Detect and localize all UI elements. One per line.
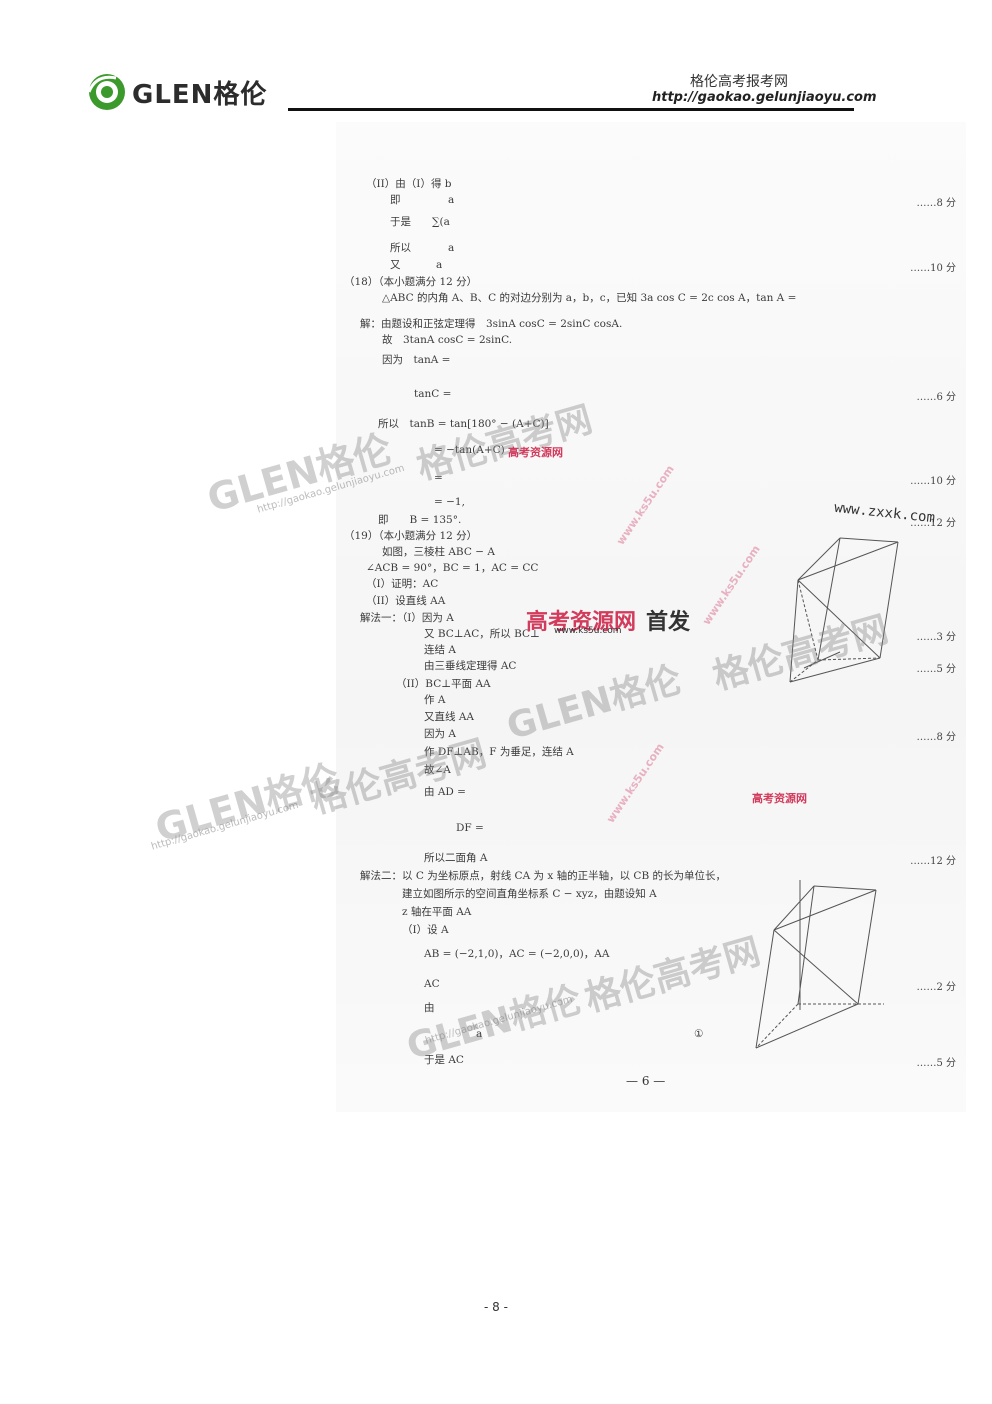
- scanned-answer-page: （II）由（I）得 b 即 a 于是 ∑(a 所以 a 又 a （18）（本小题…: [336, 122, 966, 1112]
- gkzy-banner-shoufa: 首发: [646, 610, 691, 635]
- score-mark: ……6 分: [916, 392, 956, 403]
- text-line: =: [434, 472, 443, 484]
- score-mark: ……12 分: [910, 856, 956, 867]
- text-line: 解法二：以 C 为坐标原点，射线 CA 为 x 轴的正半轴，以 CB 的长为单位…: [360, 870, 727, 882]
- text-line: 又 BC⊥AC，所以 BC⊥: [424, 628, 540, 640]
- score-mark: ……5 分: [916, 664, 956, 675]
- site-url[interactable]: http://gaokao.gelunjiaoyu.com: [652, 90, 877, 105]
- text-line: 由三垂线定理得 AC: [424, 660, 517, 672]
- text-line: 建立如图所示的空间直角坐标系 C − xyz，由题设知 A: [402, 888, 657, 900]
- score-mark: ……5 分: [916, 1058, 956, 1069]
- text-line: （II）由（I）得 b: [366, 178, 452, 190]
- problem-heading: （18）（本小题满分 12 分）: [344, 276, 478, 288]
- text-line: 所以: [390, 242, 411, 254]
- text-line: = −1,: [434, 496, 465, 508]
- logo-wordmark: GLEN格伦: [132, 80, 268, 110]
- text-line: 因为 A: [424, 728, 456, 740]
- text-line: = −tan(A+C): [434, 444, 505, 456]
- text-line: 又直线 AA: [424, 711, 475, 723]
- text-line: z 轴在平面 AA: [402, 906, 472, 918]
- text-line: ∑(a: [432, 216, 450, 228]
- text-line: （I）证明：AC: [366, 578, 439, 590]
- text-line: （II）设直线 AA: [366, 595, 446, 607]
- gkzy-banner-url: www.ks5u.com: [554, 626, 622, 636]
- text-line: 如图，三棱柱 ABC − A: [382, 546, 495, 558]
- text-line: a: [448, 242, 455, 254]
- text-line: 作 DF⊥AB，F 为垂足，连结 A: [424, 746, 574, 758]
- text-line: tanC =: [414, 388, 452, 400]
- text-line: 于是: [390, 216, 411, 228]
- text-line: 由 AD =: [424, 786, 466, 798]
- text-line: 解法一：（I）因为 A: [360, 612, 454, 624]
- text-line: 解：由题设和正弦定理得 3sinA cosC = 2sinC cosA.: [360, 318, 623, 330]
- text-line: 即: [390, 194, 401, 206]
- text-line: 因为 tanA =: [382, 354, 451, 366]
- text-line: 又: [390, 259, 401, 271]
- text-line: 即 B = 135°.: [378, 514, 462, 526]
- page-number: - 8 -: [484, 1300, 508, 1314]
- score-mark: ……10 分: [910, 263, 956, 274]
- page-header: GLEN格伦 格伦高考报考网 http://gaokao.gelunjiaoyu…: [0, 0, 992, 115]
- text-line: 作 A: [424, 694, 446, 706]
- score-mark: ……10 分: [910, 476, 956, 487]
- text-line: （I）设 A: [402, 924, 449, 936]
- header-rule: [288, 108, 854, 111]
- score-mark: ……3 分: [916, 632, 956, 643]
- text-line: 故 3tanA cosC = 2sinC.: [382, 334, 513, 346]
- text-line: AC: [424, 978, 440, 990]
- problem-heading: （19）（本小题满分 12 分）: [344, 530, 478, 542]
- inner-page-number: — 6 —: [626, 1074, 666, 1088]
- text-line: 所以 tanB = tan[180° − (A+C)]: [378, 418, 549, 430]
- text-line: 所以二面角 A: [424, 852, 488, 864]
- text-line: （II）BC⊥平面 AA: [396, 678, 491, 690]
- text-line: 于是 AC: [424, 1054, 464, 1066]
- score-mark: ……8 分: [916, 732, 956, 743]
- score-mark: ……2 分: [916, 982, 956, 993]
- text-line: a: [448, 194, 455, 206]
- score-mark: ……8 分: [916, 198, 956, 209]
- score-mark: ……12 分: [910, 518, 956, 529]
- text-line: AB = (−2,1,0)，AC = (−2,0,0)，AA: [424, 948, 610, 960]
- site-name: 格伦高考报考网: [690, 74, 788, 90]
- text-line: 连结 A: [424, 644, 456, 656]
- text-line: DF =: [456, 822, 484, 834]
- gkzy-banner-title: 高考资源网: [526, 610, 637, 635]
- text-line: △ABC 的内角 A、B、C 的对边分别为 a，b，c，已知 3a cos C …: [382, 292, 797, 304]
- watermark-gkzy-small: 高考资源网: [752, 792, 807, 805]
- text-line: a: [476, 1028, 483, 1040]
- glen-logo: GLEN格伦: [86, 72, 286, 112]
- prism-figure-2: [755, 880, 884, 1049]
- text-line: a: [436, 259, 443, 271]
- watermark-gkzy-small: 高考资源网: [508, 446, 563, 459]
- text-line: ∠ACB = 90°，BC = 1，AC = CC: [366, 562, 539, 574]
- glen-swirl-logo-icon: [87, 74, 125, 110]
- text-line: 故∠A: [424, 764, 451, 776]
- watermark-gkzy-banner: 高考资源网首发 www.ks5u.com: [526, 604, 690, 636]
- prism-figure-1: [789, 537, 899, 683]
- equation-number: ①: [694, 1028, 704, 1040]
- text-line: 由: [424, 1002, 435, 1014]
